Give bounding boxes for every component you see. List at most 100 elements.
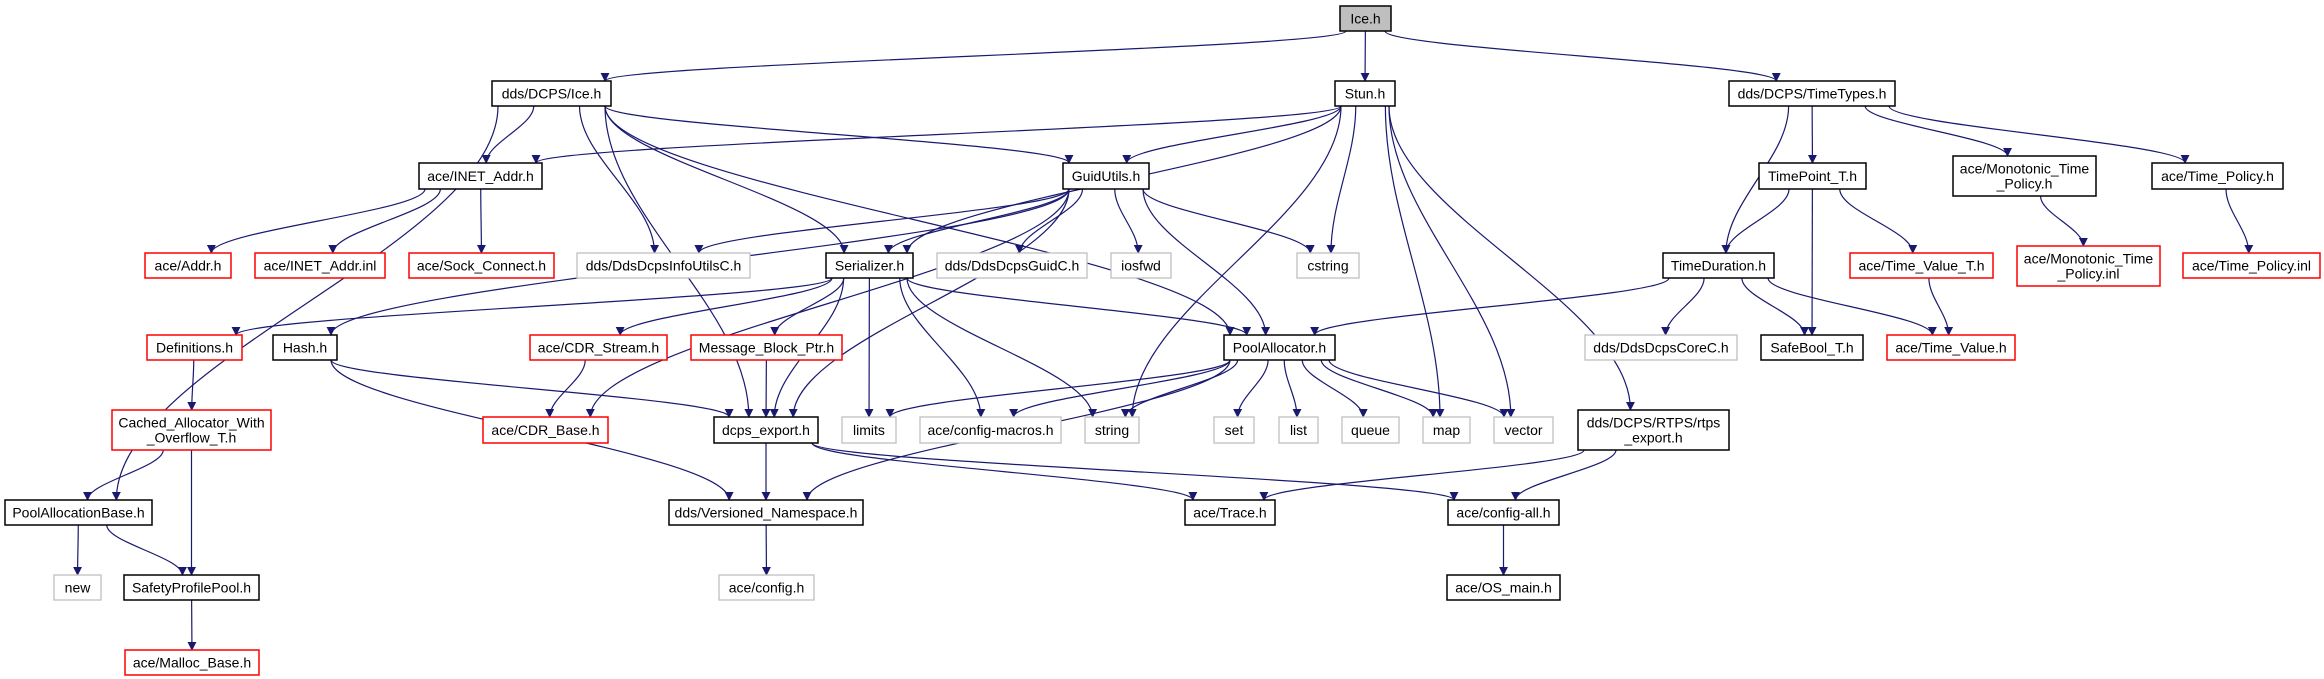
node-new[interactable]: new <box>53 574 102 601</box>
node-ace-time-value-h[interactable]: ace/Time_Value.h <box>1886 334 2016 361</box>
node-box[interactable] <box>825 252 914 279</box>
node-box[interactable] <box>1758 162 1867 190</box>
node-dds-ddsdcpsguidc-h[interactable]: dds/DdsDcpsGuidC.h <box>936 252 1088 279</box>
node-box[interactable] <box>1278 416 1319 444</box>
node-box[interactable] <box>1084 416 1140 444</box>
node-safebool-t-h[interactable]: SafeBool_T.h <box>1760 334 1864 361</box>
node-ace-cdr-base-h[interactable]: ace/CDR_Base.h <box>482 416 609 444</box>
node-dds-versioned-namespace-h[interactable]: dds/Versioned_Namespace.h <box>668 499 864 526</box>
node-box[interactable] <box>146 334 243 361</box>
node-box[interactable] <box>1223 334 1336 361</box>
node-map[interactable]: map <box>1422 416 1471 444</box>
node-ace-os-main-h[interactable]: ace/OS_main.h <box>1446 574 1561 601</box>
node-box[interactable] <box>1952 155 2097 197</box>
node-timepoint-t-h[interactable]: TimePoint_T.h <box>1758 162 1867 190</box>
node-dds-ddsdcpsinfoutilsc-h[interactable]: dds/DdsDcpsInfoUtilsC.h <box>576 252 751 279</box>
node-box[interactable] <box>1184 499 1276 526</box>
node-box[interactable] <box>1584 334 1738 361</box>
node-box[interactable] <box>254 252 386 279</box>
node-ace-time-policy-h[interactable]: ace/Time_Policy.h <box>2151 162 2284 190</box>
node-box[interactable] <box>1577 409 1730 451</box>
node-timeduration-h[interactable]: TimeDuration.h <box>1662 252 1775 279</box>
node-ace-time-policy-inl[interactable]: ace/Time_Policy.inl <box>2182 252 2321 279</box>
node-box[interactable] <box>1062 162 1150 190</box>
node-box[interactable] <box>418 162 543 190</box>
node-box[interactable] <box>482 416 609 444</box>
node-set[interactable]: set <box>1213 416 1255 444</box>
node-safetyprofilepool-h[interactable]: SafetyProfilePool.h <box>123 574 260 601</box>
node-box[interactable] <box>1213 416 1255 444</box>
node-box[interactable] <box>1334 80 1396 107</box>
node-ace-trace-h[interactable]: ace/Trace.h <box>1184 499 1276 526</box>
node-box[interactable] <box>4 499 153 526</box>
node-box[interactable] <box>690 334 843 361</box>
node-box[interactable] <box>1728 80 1896 107</box>
node-stun-h[interactable]: Stun.h <box>1334 80 1396 107</box>
node-box[interactable] <box>408 252 555 279</box>
node-ace-sock-connect-h[interactable]: ace/Sock_Connect.h <box>408 252 555 279</box>
node-iosfwd[interactable]: iosfwd <box>1110 252 1172 279</box>
node-box[interactable] <box>1886 334 2016 361</box>
node-box[interactable] <box>53 574 102 601</box>
node-definitions-h[interactable]: Definitions.h <box>146 334 243 361</box>
node-ace-config-h[interactable]: ace/config.h <box>718 574 815 601</box>
node-ace-monotonic-time-policy-inl[interactable]: ace/Monotonic_Time_Policy.inl <box>2016 245 2161 287</box>
node-dcps-export-h[interactable]: dcps_export.h <box>713 416 819 444</box>
node-box[interactable] <box>668 499 864 526</box>
node-limits[interactable]: limits <box>841 416 897 444</box>
node-box[interactable] <box>936 252 1088 279</box>
node-cstring[interactable]: cstring <box>1296 252 1360 279</box>
node-poolallocationbase-h[interactable]: PoolAllocationBase.h <box>4 499 153 526</box>
node-ace-inet-addr-h[interactable]: ace/INET_Addr.h <box>418 162 543 190</box>
node-poolallocator-h[interactable]: PoolAllocator.h <box>1223 334 1336 361</box>
node-vector[interactable]: vector <box>1493 416 1554 444</box>
node-box[interactable] <box>144 252 232 279</box>
node-dds-dcps-ice-h[interactable]: dds/DCPS/Ice.h <box>491 80 612 107</box>
node-serializer-h[interactable]: Serializer.h <box>825 252 914 279</box>
node-cached-allocator-with-overflow-t-h[interactable]: Cached_Allocator_With_Overflow_T.h <box>111 409 272 451</box>
node-box[interactable] <box>1760 334 1864 361</box>
node-box[interactable] <box>1662 252 1775 279</box>
node-box[interactable] <box>1341 416 1400 444</box>
node-ace-addr-h[interactable]: ace/Addr.h <box>144 252 232 279</box>
node-box[interactable] <box>272 334 338 361</box>
node-box[interactable] <box>491 80 612 107</box>
node-box[interactable] <box>713 416 819 444</box>
node-box[interactable] <box>576 252 751 279</box>
node-message-block-ptr-h[interactable]: Message_Block_Ptr.h <box>690 334 843 361</box>
node-ace-config-macros-h[interactable]: ace/config-macros.h <box>919 416 1062 444</box>
node-box[interactable] <box>1493 416 1554 444</box>
node-box[interactable] <box>1446 574 1561 601</box>
node-string[interactable]: string <box>1084 416 1140 444</box>
node-box[interactable] <box>2182 252 2321 279</box>
node-box[interactable] <box>919 416 1062 444</box>
node-ace-inet-addr-inl[interactable]: ace/INET_Addr.inl <box>254 252 386 279</box>
node-box[interactable] <box>1296 252 1360 279</box>
node-ace-time-value-t-h[interactable]: ace/Time_Value_T.h <box>1849 252 1994 279</box>
node-box[interactable] <box>718 574 815 601</box>
node-dds-dcps-rtps-rtps-export-h[interactable]: dds/DCPS/RTPS/rtps_export.h <box>1577 409 1730 451</box>
node-box[interactable] <box>841 416 897 444</box>
node-box[interactable] <box>1339 5 1392 32</box>
node-box[interactable] <box>2016 245 2161 287</box>
node-box[interactable] <box>123 574 260 601</box>
node-guidutils-h[interactable]: GuidUtils.h <box>1062 162 1150 190</box>
node-box[interactable] <box>1110 252 1172 279</box>
node-ace-cdr-stream-h[interactable]: ace/CDR_Stream.h <box>529 334 668 361</box>
node-ace-monotonic-time-policy-h[interactable]: ace/Monotonic_Time_Policy.h <box>1952 155 2097 197</box>
node-dds-dcps-timetypes-h[interactable]: dds/DCPS/TimeTypes.h <box>1728 80 1896 107</box>
node-list[interactable]: list <box>1278 416 1319 444</box>
node-dds-ddsdcpscorec-h[interactable]: dds/DdsDcpsCoreC.h <box>1584 334 1738 361</box>
node-box[interactable] <box>1849 252 1994 279</box>
node-box[interactable] <box>529 334 668 361</box>
node-ace-config-all-h[interactable]: ace/config-all.h <box>1447 499 1560 526</box>
node-ice-h[interactable]: Ice.h <box>1339 5 1392 32</box>
node-box[interactable] <box>2151 162 2284 190</box>
node-box[interactable] <box>1422 416 1471 444</box>
node-box[interactable] <box>111 409 272 451</box>
node-ace-malloc-base-h[interactable]: ace/Malloc_Base.h <box>124 649 260 676</box>
node-queue[interactable]: queue <box>1341 416 1400 444</box>
node-box[interactable] <box>124 649 260 676</box>
node-box[interactable] <box>1447 499 1560 526</box>
node-hash-h[interactable]: Hash.h <box>272 334 338 361</box>
